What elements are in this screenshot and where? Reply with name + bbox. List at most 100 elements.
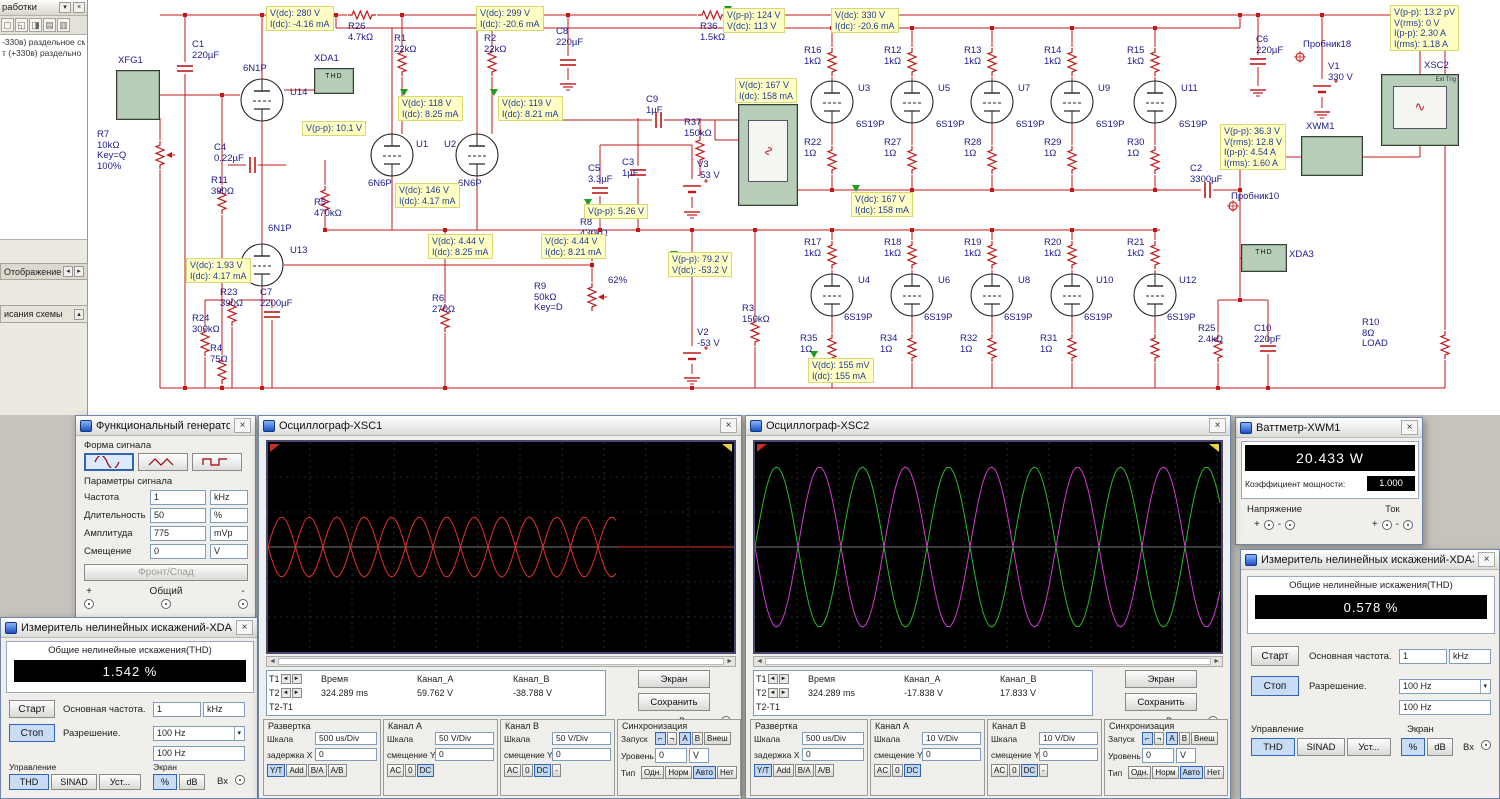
mode-button[interactable]: Y/T	[754, 764, 772, 777]
component-label[interactable]: R108ΩLOAD	[1362, 318, 1388, 350]
component-label[interactable]: U14	[290, 88, 307, 99]
component-label[interactable]: C40.22µF	[214, 143, 244, 164]
mode-button[interactable]: A/B	[328, 764, 347, 777]
component-label[interactable]: V3-53 V	[697, 160, 720, 181]
mode-button[interactable]: Y/T	[267, 764, 285, 777]
instrument-xfg1[interactable]	[116, 70, 160, 120]
timebase-scale[interactable]: 500 us/Div	[315, 732, 377, 745]
component-label[interactable]: 6N6P	[368, 179, 392, 190]
close-icon[interactable]: ×	[234, 418, 251, 433]
db-button[interactable]: dB	[179, 774, 205, 790]
mode-button[interactable]: Нет	[717, 766, 737, 779]
mode-button[interactable]: ⌐	[655, 732, 666, 745]
channel-b-scale[interactable]: 50 V/Div	[552, 732, 611, 745]
mode-button[interactable]: ¬	[1154, 732, 1165, 745]
component-label[interactable]: R131kΩ	[964, 46, 981, 67]
amplitude-unit[interactable]: mVp	[210, 526, 248, 541]
panel-titlebar[interactable]: работки ▾ ×	[0, 0, 87, 16]
component-label[interactable]: R211kΩ	[1127, 238, 1144, 259]
component-label[interactable]: U5	[938, 84, 950, 95]
collapse-right-icon[interactable]: ▸	[74, 266, 84, 277]
save-button[interactable]: Сохранить	[638, 693, 710, 711]
component-label[interactable]: 6S19P	[1004, 313, 1033, 324]
component-label[interactable]: 6N6P	[458, 179, 482, 190]
component-label[interactable]: XFG1	[118, 56, 143, 67]
component-label[interactable]: R222kΩ	[484, 34, 506, 55]
instrument-xwm1[interactable]	[1301, 136, 1363, 176]
resolution-select[interactable]: 100 Hz▾	[153, 726, 245, 741]
close-icon[interactable]: ×	[720, 418, 737, 433]
component-label[interactable]: R281Ω	[964, 138, 981, 159]
thd-button[interactable]: THD	[1251, 738, 1295, 756]
instrument-xda3[interactable]: THD	[1241, 244, 1287, 272]
component-label[interactable]: R141kΩ	[1044, 46, 1061, 67]
mode-button[interactable]: ⌐	[1142, 732, 1153, 745]
panel-min-icon[interactable]: ▾	[59, 2, 71, 13]
component-label[interactable]: R475Ω	[210, 344, 228, 365]
window-titlebar[interactable]: Осциллограф-XSC2 ×	[746, 416, 1230, 436]
voltage-minus-terminal[interactable]	[1285, 520, 1295, 530]
component-label[interactable]: R37150kΩ	[684, 118, 712, 139]
freq-input[interactable]: 1	[150, 490, 206, 505]
mode-button[interactable]: B/A	[308, 764, 327, 777]
channel-a-offset[interactable]: 0	[922, 748, 981, 761]
component-label[interactable]: R301Ω	[1127, 138, 1144, 159]
dropdown-arrow-icon[interactable]: ▾	[234, 727, 241, 740]
sinad-button[interactable]: SINAD	[1297, 738, 1345, 756]
measurement-annotation[interactable]: V(p-p): 13.2 pVV(rms): 0 VI(p-p): 2.30 A…	[1390, 5, 1459, 51]
mode-button[interactable]: -	[1039, 764, 1048, 777]
screen-button[interactable]: Экран	[1125, 670, 1197, 688]
level-input[interactable]: 0	[1142, 748, 1174, 763]
offset-unit[interactable]: V	[210, 544, 248, 559]
level-unit[interactable]: V	[689, 748, 709, 763]
display-bar[interactable]: Отображение ◂ ▸	[0, 263, 88, 280]
save-button[interactable]: Сохранить	[1125, 693, 1197, 711]
mode-button[interactable]: AC	[504, 764, 521, 777]
mode-button[interactable]: A	[679, 732, 690, 745]
scope-scrollbar[interactable]: ◄►	[266, 656, 736, 667]
mode-button[interactable]: B/A	[795, 764, 814, 777]
component-label[interactable]: Пробник18	[1303, 40, 1351, 51]
component-label[interactable]: C91µF	[646, 95, 663, 116]
mode-button[interactable]: AC	[387, 764, 404, 777]
component-label[interactable]: 6S19P	[856, 120, 885, 131]
measurement-annotation[interactable]: V(dc): 4.44 VI(dc): 8.25 mA	[428, 234, 493, 259]
component-label[interactable]: 6S19P	[1179, 120, 1208, 131]
resolution-select[interactable]: 100 Hz▾	[1399, 679, 1491, 694]
mode-button[interactable]: Add	[286, 764, 306, 777]
component-label[interactable]: 6S19P	[924, 313, 953, 324]
schematic-canvas[interactable]: XFG1C1220µF6N1PU14XDA1R264.7kΩR122kΩR222…	[0, 0, 1500, 415]
component-label[interactable]: C1220µF	[192, 40, 219, 61]
cursor-left-icon[interactable]: ◄	[281, 674, 291, 684]
mode-button[interactable]: Авто	[1180, 766, 1203, 779]
hierarchy-list[interactable]: -330в) раздельное см т (+330в) раздельно	[0, 35, 87, 240]
component-label[interactable]: R710kΩKey=Q100%	[97, 130, 126, 172]
component-label[interactable]: R191kΩ	[964, 238, 981, 259]
mode-button[interactable]: 0	[405, 764, 415, 777]
measurement-annotation[interactable]: V(dc): 167 VI(dc): 158 mA	[735, 78, 797, 103]
duty-unit[interactable]: %	[210, 508, 248, 523]
measurement-annotation[interactable]: V(dc): 1.93 VI(dc): 4.17 mA	[186, 258, 251, 283]
channel-a-scale[interactable]: 10 V/Div	[922, 732, 981, 745]
component-label[interactable]: R122kΩ	[394, 34, 416, 55]
component-label[interactable]: R351Ω	[800, 334, 817, 355]
component-label[interactable]: R291Ω	[1044, 138, 1061, 159]
x-delay-input[interactable]: 0	[802, 748, 864, 761]
component-label[interactable]: R6270Ω	[432, 294, 455, 315]
freq-unit[interactable]: kHz	[210, 490, 248, 505]
mode-button[interactable]: Норм	[665, 766, 691, 779]
layers-icon[interactable]: ▤	[43, 18, 56, 32]
channel-b-offset[interactable]: 0	[1039, 748, 1098, 761]
component-label[interactable]: C53.3µF	[588, 164, 612, 185]
mode-button[interactable]: DC	[417, 764, 435, 777]
mode-button[interactable]: A	[1166, 732, 1177, 745]
sine-wave-button[interactable]	[84, 453, 134, 471]
scroll-left-icon[interactable]: ◄	[756, 658, 763, 665]
scope-scrollbar[interactable]: ◄►	[753, 656, 1223, 667]
channel-b-scale[interactable]: 10 V/Div	[1039, 732, 1098, 745]
component-label[interactable]: U11	[1181, 84, 1198, 95]
cursor-right-icon[interactable]: ►	[292, 688, 302, 698]
common-terminal[interactable]	[161, 599, 171, 609]
dropdown-arrow-icon[interactable]: ▾	[1480, 680, 1487, 693]
mode-button[interactable]: Нет	[1204, 766, 1224, 779]
